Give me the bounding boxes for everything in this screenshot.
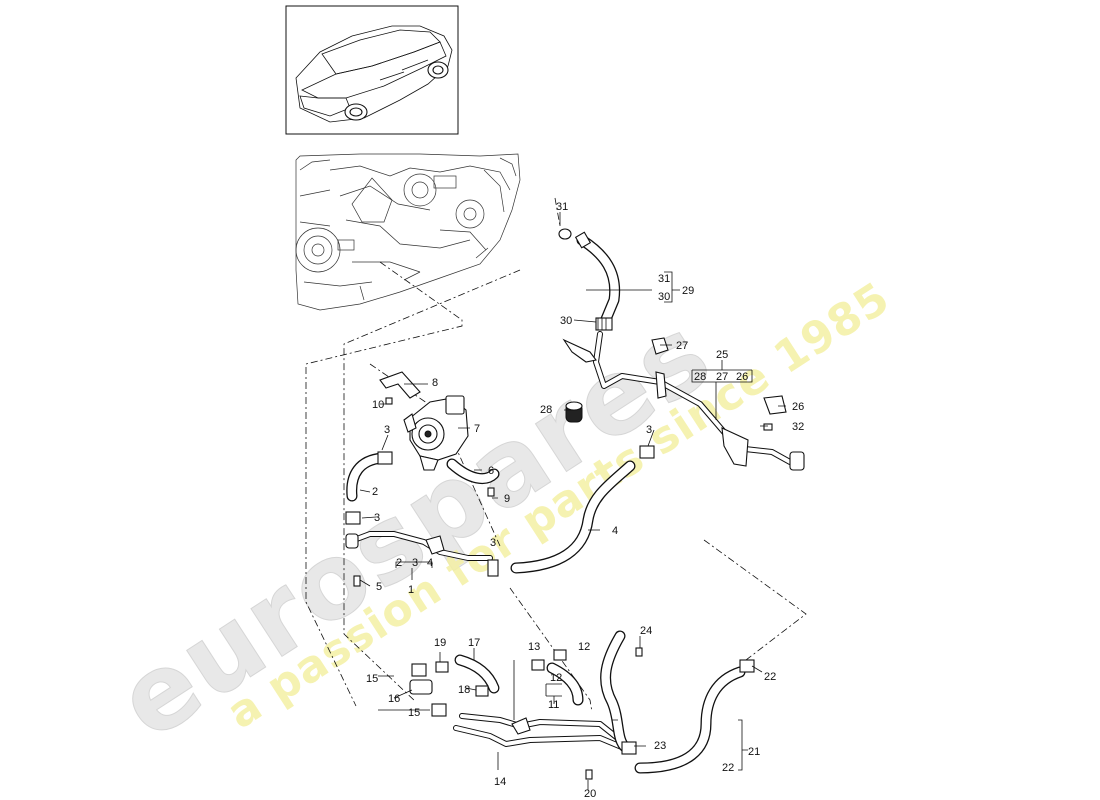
- callout-6: 6: [488, 465, 494, 477]
- callout-26-group: 26: [736, 371, 748, 383]
- callout-18: 18: [458, 684, 470, 696]
- callout-1: 1: [408, 584, 414, 596]
- callout-23: 23: [654, 740, 666, 752]
- callout-31: 31: [556, 201, 568, 213]
- callout-16: 16: [388, 693, 400, 705]
- coolant-hose-2: [345, 451, 493, 587]
- callout-4: 4: [612, 525, 618, 537]
- reference-lines: [305, 197, 807, 713]
- callout-26: 26: [792, 401, 804, 413]
- callout-13: 13: [528, 641, 540, 653]
- callout-20: 20: [584, 788, 596, 800]
- clamp-15-upper: [411, 663, 427, 677]
- callout-17: 17: [468, 637, 480, 649]
- callout-5: 5: [376, 581, 382, 593]
- upper-return-hose: [558, 228, 621, 331]
- callout-9: 9: [504, 493, 510, 505]
- clamp-18: [475, 685, 489, 697]
- callout-15-upper: 15: [366, 673, 378, 685]
- engine-sketch: [295, 153, 521, 311]
- clamp-13: [531, 659, 545, 671]
- clamp-3-lower: [345, 511, 361, 525]
- callout-28-group: 28: [694, 371, 706, 383]
- callout-27: 27: [676, 340, 688, 352]
- callout-2: 2: [372, 486, 378, 498]
- screw-10: [385, 397, 393, 405]
- screw-5: [353, 575, 361, 587]
- callout-14: 14: [494, 776, 506, 788]
- callout-19: 19: [434, 637, 446, 649]
- clamp-12: [553, 649, 567, 661]
- screw-32: [763, 423, 773, 431]
- callout-3-c: 3: [490, 537, 496, 549]
- callout-32: 32: [792, 421, 804, 433]
- clamp-3-upper: [377, 451, 393, 465]
- callout-31-group: 31: [658, 273, 670, 285]
- callout-10: 10: [372, 399, 384, 411]
- callouts: 31 31 30 29 30 27 25 28 27 26 28 26 32 3…: [366, 201, 804, 800]
- callout-3-a: 3: [384, 424, 390, 436]
- callout-21: 21: [748, 746, 760, 758]
- coolant-pipe-25: [562, 331, 805, 471]
- clamp-22: [739, 659, 755, 673]
- callout-25: 25: [716, 349, 728, 361]
- lower-assembly: [409, 630, 755, 780]
- bracket-8: [379, 371, 421, 399]
- callout-30-group: 30: [658, 291, 670, 303]
- water-pump: [379, 371, 500, 497]
- clamp-23: [621, 741, 637, 755]
- callout-15-lower: 15: [408, 707, 420, 719]
- clamp-19: [435, 661, 449, 673]
- callout-28: 28: [540, 404, 552, 416]
- clip-27: [651, 337, 669, 355]
- callout-24: 24: [640, 625, 652, 637]
- callout-3-group: 3: [412, 557, 418, 569]
- clamp-3-right: [639, 445, 655, 459]
- screw-24: [635, 647, 643, 657]
- coolant-hose-4: [487, 445, 655, 577]
- screw-9: [487, 487, 495, 497]
- connector-16: [409, 679, 433, 695]
- callout-30: 30: [560, 315, 572, 327]
- callout-12: 12: [578, 641, 590, 653]
- clamp-3-mid: [487, 559, 499, 577]
- pipe-bracket: [655, 371, 667, 399]
- callout-3-b: 3: [374, 512, 380, 524]
- callout-27-group: 27: [716, 371, 728, 383]
- callout-22-group: 22: [722, 762, 734, 774]
- callout-29: 29: [682, 285, 694, 297]
- o-ring-31: [558, 228, 572, 240]
- screw-20: [585, 769, 593, 780]
- callout-22: 22: [764, 671, 776, 683]
- callout-2-group: 2: [396, 557, 402, 569]
- vehicle-thumbnail: [285, 5, 459, 135]
- callout-3-right: 3: [646, 424, 652, 436]
- callout-8: 8: [432, 377, 438, 389]
- leader-lines: [359, 212, 786, 790]
- hose-clamp-30: [595, 317, 613, 331]
- callout-7: 7: [474, 423, 480, 435]
- callout-4-group: 4: [427, 557, 433, 569]
- callout-12-group: 12: [550, 672, 562, 684]
- callout-11: 11: [548, 699, 559, 711]
- clamp-15-lower: [431, 703, 447, 717]
- clip-26: [763, 395, 787, 415]
